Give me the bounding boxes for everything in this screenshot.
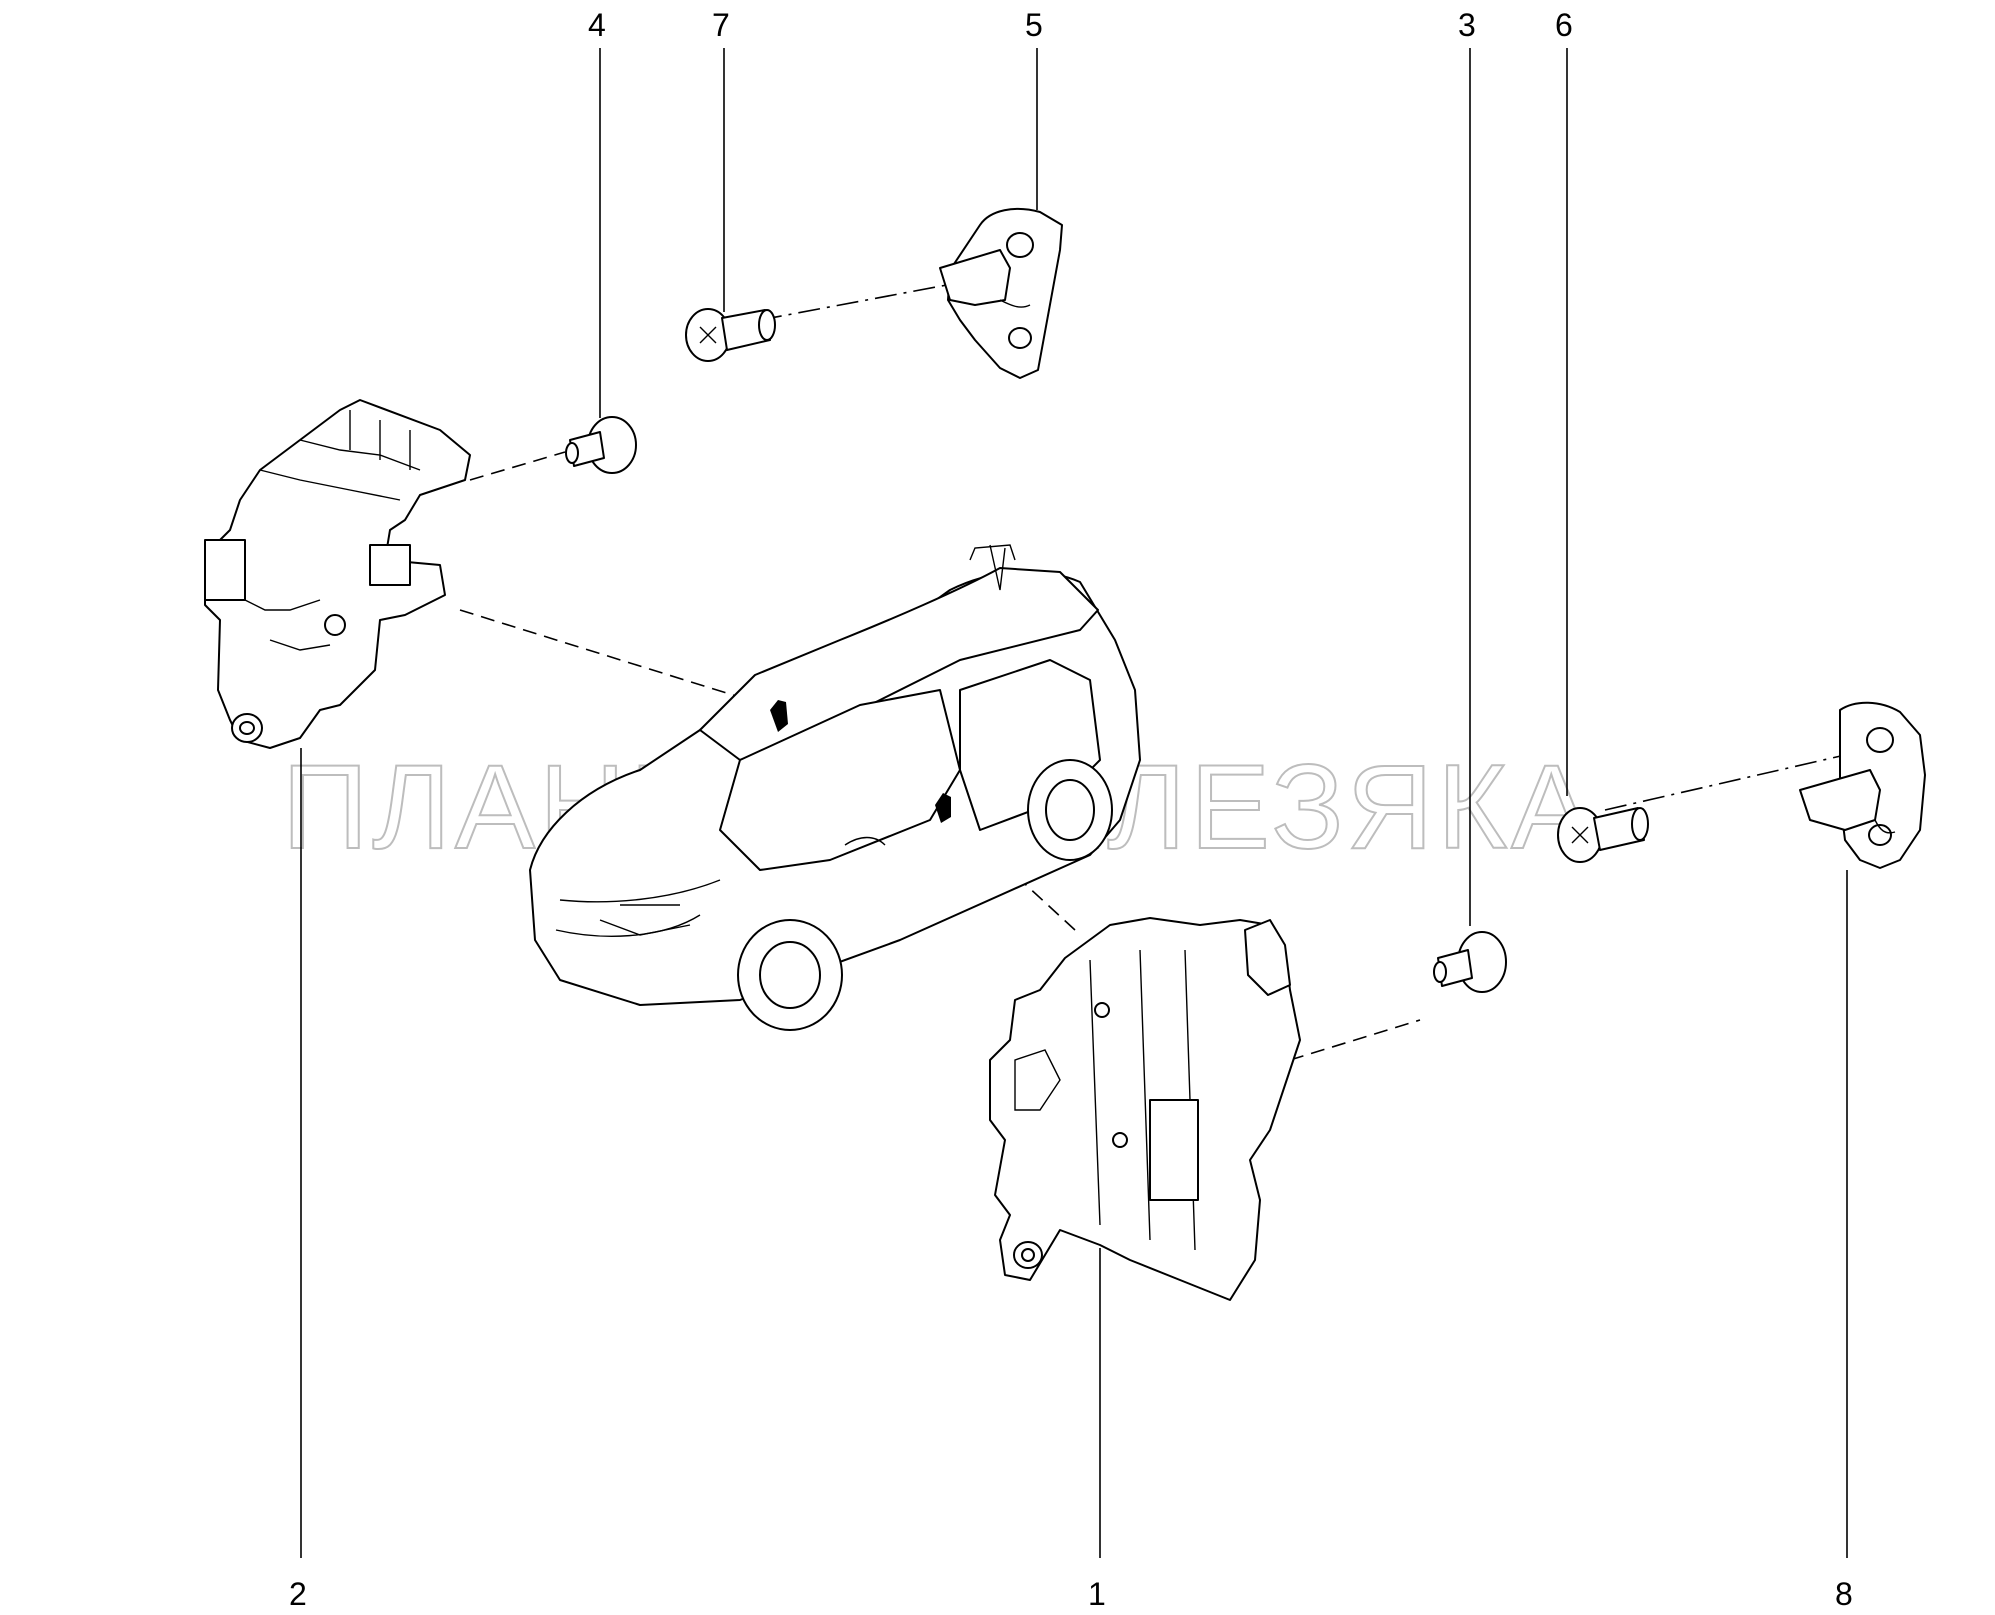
assembly-line-screw3 xyxy=(1289,1019,1421,1061)
callout-1: 1 xyxy=(1088,1576,1106,1612)
assembly-line-screw4 xyxy=(469,451,566,481)
screw-3 xyxy=(1433,931,1507,993)
assembly-line-screw6-striker8 xyxy=(1604,754,1846,811)
lock-location-rear xyxy=(935,793,951,823)
screw-7 xyxy=(685,308,776,362)
striker-8 xyxy=(1799,701,1926,869)
callout-2: 2 xyxy=(289,1576,307,1612)
car-illustration xyxy=(529,544,1141,1031)
screw-6 xyxy=(1557,807,1649,863)
callout-3: 3 xyxy=(1458,7,1476,43)
door-lock-rear xyxy=(989,917,1301,1301)
striker-5 xyxy=(939,207,1063,379)
lock-location-front xyxy=(770,700,788,732)
screw-4 xyxy=(565,416,637,474)
callout-7: 7 xyxy=(712,7,730,43)
callout-5: 5 xyxy=(1025,7,1043,43)
callout-4: 4 xyxy=(588,7,606,43)
callout-8: 8 xyxy=(1835,1576,1853,1612)
callout-6: 6 xyxy=(1555,7,1573,43)
door-lock-front xyxy=(204,399,471,749)
assembly-line-lock2-to-car xyxy=(459,609,766,706)
